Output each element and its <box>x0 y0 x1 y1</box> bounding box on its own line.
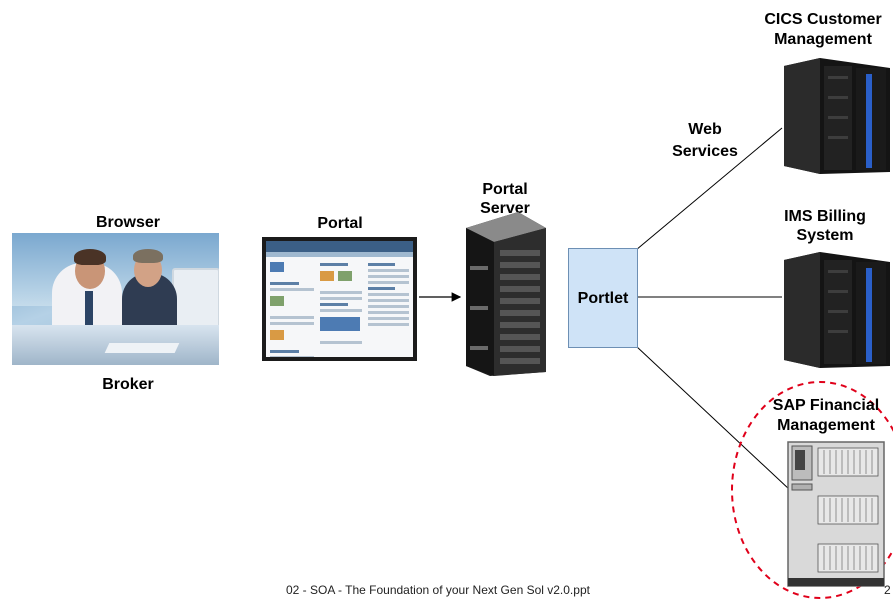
web-services-label-line1: Web <box>688 121 722 138</box>
ims-title-line1: IMS Billing <box>784 208 866 225</box>
web-services-label-line2: Services <box>672 143 738 160</box>
portlet-label: Portlet <box>577 290 629 307</box>
sap-title-line1: SAP Financial <box>772 397 880 414</box>
portlet-to-cics-line <box>635 127 783 251</box>
sap-title-line2: Management <box>777 417 875 434</box>
cics-title-line2: Management <box>774 31 872 48</box>
cics-mainframe <box>784 58 890 174</box>
ims-mainframe <box>784 252 890 368</box>
footer-page-number: 2 <box>884 583 891 597</box>
broker-caption: Broker <box>102 376 154 393</box>
portal-server-title-line1: Portal <box>482 181 528 198</box>
portal-server-tower <box>466 212 546 376</box>
portal-title: Portal <box>317 215 363 232</box>
browser-title: Browser <box>95 214 161 231</box>
portlet-box: Portlet <box>568 248 638 348</box>
portlet-to-sap-line <box>635 345 791 491</box>
sap-highlight-circle <box>731 381 893 599</box>
cics-title-line1: CICS Customer <box>764 11 882 28</box>
portal-screenshot <box>262 237 417 361</box>
ims-title-line2: System <box>796 227 854 244</box>
footer-filename: 02 - SOA - The Foundation of your Next G… <box>286 583 590 597</box>
browser-photo <box>12 233 219 365</box>
sap-server-cabinet <box>787 441 885 587</box>
